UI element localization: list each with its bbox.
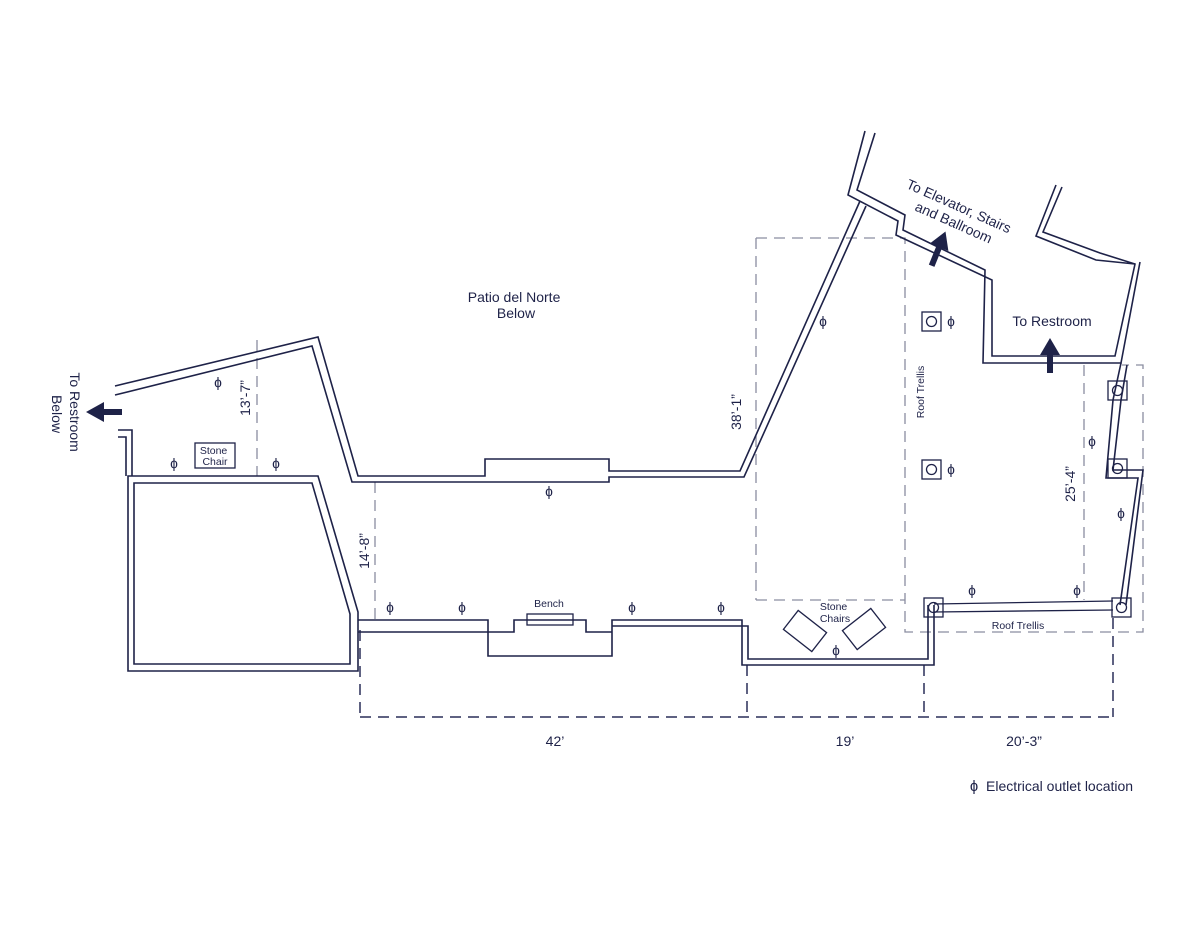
stone-chair-left [782,609,828,653]
legend-outlet-icon: ɸ [970,778,978,795]
trellis-post [1111,597,1132,618]
svg-text:Patio del Norte Below: Patio del Norte Below [468,289,565,321]
outlet-icon: ɸ [628,599,636,615]
outlet-icon: ɸ [386,599,394,615]
stone-chair-right [841,607,887,651]
dim-38-1: 38’-1” [728,394,744,430]
outlet-icon: ɸ [1073,582,1081,598]
stone-chairs-line1: Stone [820,601,848,613]
trellis-posts [921,311,1132,618]
svg-text:Stone Chairs: Stone Chairs [820,601,850,625]
svg-text:To Elevator, Stairs an: To Elevator, Stairs and Ballroom [897,176,1017,254]
outlet-icon: ɸ [832,642,840,658]
outlet-icon: ɸ [947,313,955,329]
stone-chair-box [194,442,236,469]
svg-text:Stone Chair: Stone Chair [200,445,230,468]
furniture [194,442,887,653]
restroom-below-line1: To Restroom [67,372,83,451]
stone-chair-line2: Chair [202,456,228,468]
restroom-arrow-icon [1040,338,1060,373]
outlet-icon: ɸ [947,461,955,477]
trellis-post [923,597,944,618]
roof-trellis-vertical-label: Roof Trellis [915,366,927,419]
trellis-post [921,311,942,332]
outlet-icon: ɸ [272,455,280,471]
roof-trellis-horizontal-label: Roof Trellis [992,620,1045,632]
outlet-icon: ɸ [545,483,553,499]
dim-14-8: 14’-8” [356,533,372,569]
outlet-icon: ɸ [458,599,466,615]
patio-label-line1: Patio del Norte [468,289,561,305]
left-arrow-icon [86,402,122,422]
outlet-icon: ɸ [170,455,178,471]
dim-13-7: 13’-7” [237,380,253,416]
dim-20-3: 20’-3” [1006,733,1042,749]
restroom-label: To Restroom [1012,313,1091,329]
elevator-arrow-icon [928,231,949,267]
bench-label: Bench [534,598,564,610]
trellis-post [1107,380,1128,401]
dimension-labels: 13’-7” 14’-8” 38’-1” 25’-4” 42’ 19’ 20’-… [237,380,1078,749]
outlet-icon: ɸ [1117,505,1125,521]
stone-chair-line1: Stone [200,445,228,457]
trellis-post [921,459,942,480]
outlet-icon: ɸ [717,599,725,615]
patio-label-line2: Below [497,305,536,321]
outlet-icon: ɸ [819,313,827,329]
legend: ɸ Electrical outlet location [970,778,1133,795]
outlet-icon: ɸ [968,582,976,598]
reference-dashes [256,237,1144,633]
bench-box [526,613,574,626]
dim-19: 19’ [836,733,855,749]
trellis-post [1107,458,1128,479]
outlet-icon: ɸ [214,374,222,390]
dimension-lines [359,618,1114,718]
restroom-below-line2: Below [49,395,65,434]
walls [114,130,1144,672]
dim-42: 42’ [546,733,565,749]
electrical-outlets: ɸ ɸ ɸ ɸ ɸ ɸ ɸ ɸ ɸ ɸ ɸ ɸ ɸ ɸ ɸ ɸ [170,313,1125,658]
outlet-icon: ɸ [1088,433,1096,449]
stone-chairs-line2: Chairs [820,613,850,625]
dim-25-4: 25’-4” [1062,466,1078,502]
direction-arrows [86,231,1060,422]
svg-text:To Restroom Below: To Restroom Below [49,372,83,455]
legend-text: Electrical outlet location [986,778,1133,794]
